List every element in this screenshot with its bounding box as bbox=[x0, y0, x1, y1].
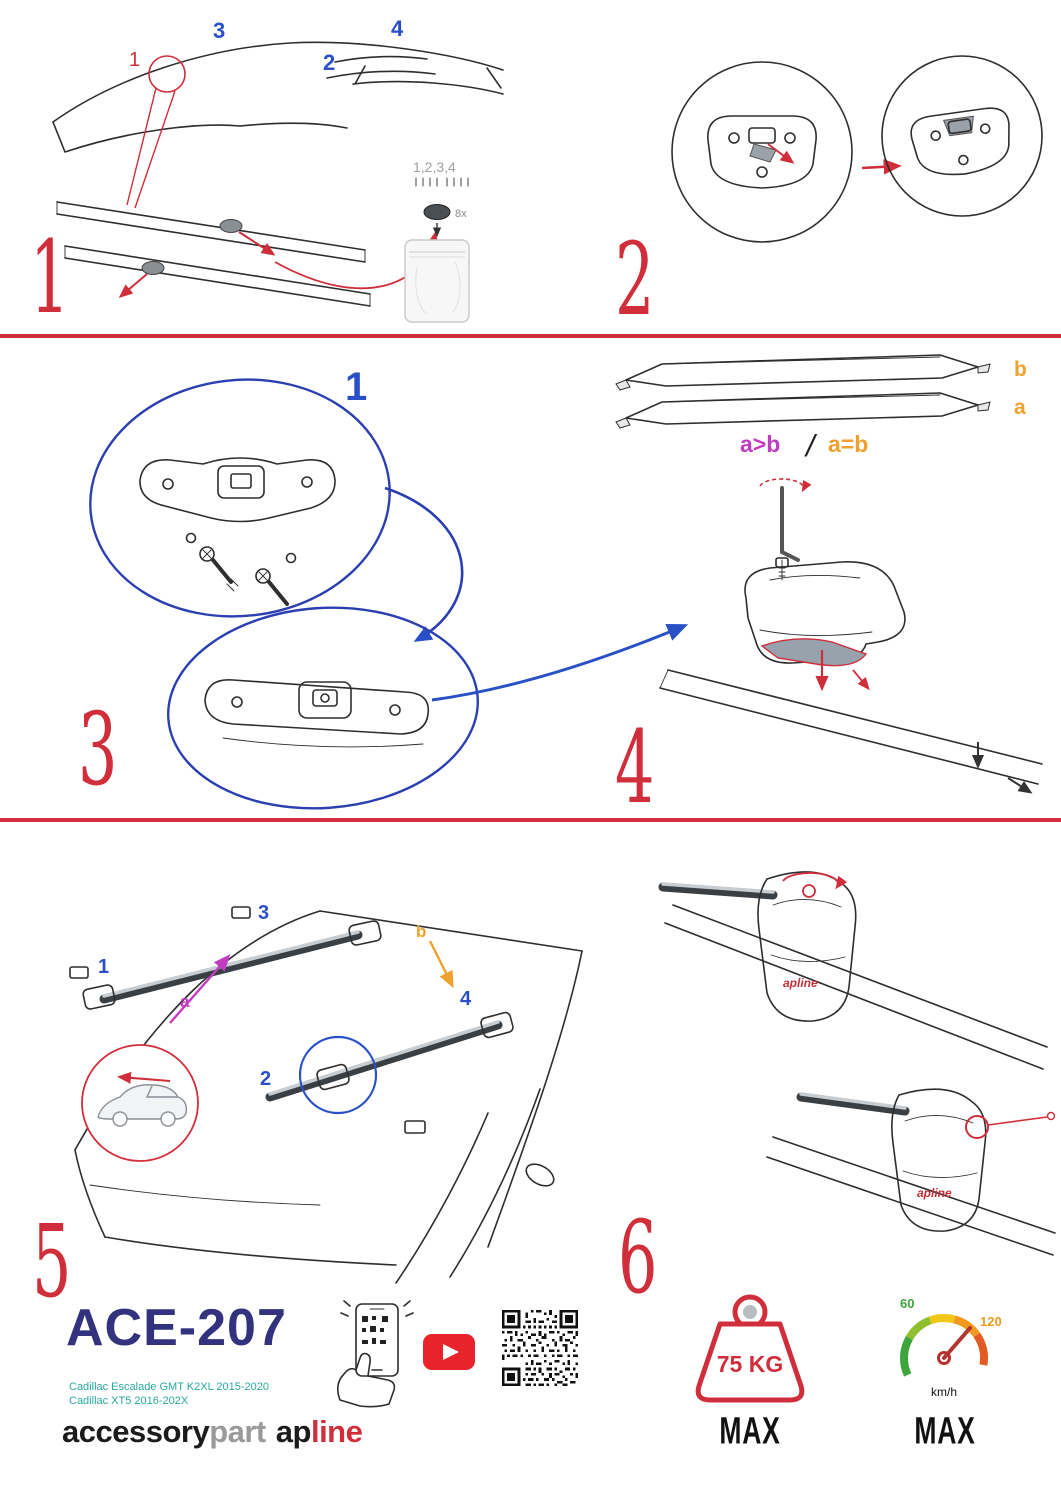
step1-number: 1 bbox=[30, 219, 70, 336]
detail-circle-left bbox=[671, 61, 853, 243]
mount-point-circle bbox=[148, 55, 186, 93]
compare-separator: / bbox=[804, 428, 818, 463]
label-a: a bbox=[180, 992, 190, 1011]
crossbar-a bbox=[615, 392, 991, 429]
brand-ap: ap bbox=[275, 1414, 312, 1449]
plug-parts-column: 1,2,3,4 8x bbox=[404, 159, 470, 323]
front-crossbar bbox=[82, 920, 382, 1010]
speed-limit-gauge: 60 120 km/h bbox=[878, 1284, 1013, 1406]
step5-number: 5 bbox=[32, 1203, 72, 1320]
roof-rail bbox=[659, 669, 1043, 794]
compatibility-list: Cadillac Escalade GMT K2XL 2015-2020 Cad… bbox=[69, 1380, 269, 1408]
step3-illustration: 1 bbox=[89, 365, 479, 810]
foot-brand-label: apline bbox=[917, 1186, 952, 1200]
brand-part: part bbox=[209, 1414, 266, 1449]
compatibility-line: Cadillac Escalade GMT K2XL 2015-2020 bbox=[69, 1381, 269, 1393]
roof-rail-closeup bbox=[56, 201, 439, 307]
callout-3: 3 bbox=[213, 18, 225, 43]
callout-3: 3 bbox=[258, 902, 269, 924]
weight-limit-value: 75 KG bbox=[717, 1351, 783, 1377]
step2-number: 2 bbox=[615, 221, 655, 338]
rail-plug bbox=[219, 219, 243, 233]
clamp-part bbox=[404, 1120, 426, 1134]
step-arrow bbox=[861, 159, 902, 175]
step4-illustration: b a a>b / a=b bbox=[615, 354, 1043, 794]
leader-line bbox=[134, 90, 176, 209]
plug-numbers-label: 1,2,3,4 bbox=[413, 159, 456, 175]
step2-illustration bbox=[671, 55, 1043, 243]
rear-crossbar bbox=[265, 1011, 514, 1102]
rail-plug bbox=[141, 261, 165, 275]
callout-4: 4 bbox=[391, 16, 404, 41]
foot-clamp bbox=[744, 557, 906, 692]
bar-label-b: b bbox=[1014, 358, 1027, 381]
plug-part bbox=[423, 204, 451, 220]
detail-ellipse-top bbox=[89, 378, 391, 618]
callout-1: 1 bbox=[345, 365, 367, 409]
bar-label-a: a bbox=[1014, 396, 1026, 419]
step6-illustration: apline apline bbox=[658, 871, 1056, 1256]
direction-arrow-b bbox=[428, 940, 454, 989]
step6-panel: apline apline bbox=[655, 835, 1061, 1265]
brand-line: line bbox=[310, 1414, 363, 1449]
car-front-outline bbox=[52, 41, 504, 153]
step3-number: 3 bbox=[78, 691, 118, 808]
weight-max-label: MAX bbox=[719, 1410, 781, 1453]
brand-accessory: accessory bbox=[62, 1414, 210, 1449]
callout-4: 4 bbox=[460, 988, 472, 1010]
step6-number: 6 bbox=[618, 1199, 658, 1316]
plug-quantity: 8x bbox=[455, 208, 467, 220]
speed-max-label: MAX bbox=[914, 1410, 976, 1453]
leader-line bbox=[126, 87, 157, 206]
step4-number: 4 bbox=[615, 709, 655, 826]
assembly-arrow bbox=[384, 486, 464, 642]
label-b: b bbox=[416, 922, 426, 941]
foot-brand-label: apline bbox=[783, 976, 818, 990]
qr-code bbox=[502, 1310, 578, 1386]
section-divider bbox=[0, 334, 1061, 338]
speed-unit-label: km/h bbox=[931, 1385, 957, 1399]
bracket-detail-right bbox=[910, 107, 1010, 176]
detail-circle-right bbox=[881, 55, 1043, 217]
mounted-foot-top: apline bbox=[658, 871, 1048, 1070]
direction-arrow-a bbox=[169, 954, 231, 1024]
compare-rear: a=b bbox=[828, 431, 868, 457]
crossbar-b bbox=[615, 354, 991, 391]
step1-illustration: 1 3 2 4 1,2,3,4 8x bbox=[52, 16, 504, 323]
foot-highlight-circle bbox=[298, 1035, 378, 1115]
callout-2: 2 bbox=[323, 50, 335, 75]
section-divider bbox=[0, 818, 1061, 822]
allen-key bbox=[759, 478, 812, 581]
mounted-foot-bottom: apline bbox=[766, 1088, 1056, 1256]
callout-2: 2 bbox=[260, 1068, 271, 1090]
clamp-part bbox=[231, 906, 251, 919]
bracket-exploded-view bbox=[139, 457, 336, 606]
step1-panel: 1 3 2 4 1,2,3,4 8x bbox=[35, 10, 555, 340]
step5-panel: 1 3 2 4 a b bbox=[20, 845, 640, 1285]
scan-phone-icon bbox=[326, 1300, 421, 1408]
model-code: ACE-207 bbox=[66, 1299, 287, 1357]
car-orientation-badge bbox=[81, 1044, 199, 1162]
weight-limit-icon: 75 KG bbox=[688, 1288, 812, 1410]
youtube-icon bbox=[422, 1333, 476, 1371]
compatibility-line: Cadillac XT5 2016-202X bbox=[69, 1395, 189, 1407]
compare-front: a>b bbox=[740, 431, 780, 457]
parts-bag bbox=[404, 239, 470, 323]
step5-illustration: 1 3 2 4 a b bbox=[69, 902, 583, 1284]
detail-ellipse-bottom bbox=[167, 606, 479, 810]
step3-panel: 1 bbox=[55, 348, 555, 810]
callout-1: 1 bbox=[129, 49, 140, 71]
callout-1: 1 bbox=[98, 956, 109, 978]
speed-low-label: 60 bbox=[900, 1296, 914, 1311]
bracket-detail-left bbox=[707, 115, 817, 189]
speed-high-label: 120 bbox=[980, 1314, 1002, 1329]
step4-panel: b a a>b / a=b bbox=[610, 340, 1060, 815]
step2-panel bbox=[650, 40, 1050, 270]
clamp-part bbox=[69, 966, 89, 979]
bracket-assembled-view bbox=[204, 679, 430, 748]
